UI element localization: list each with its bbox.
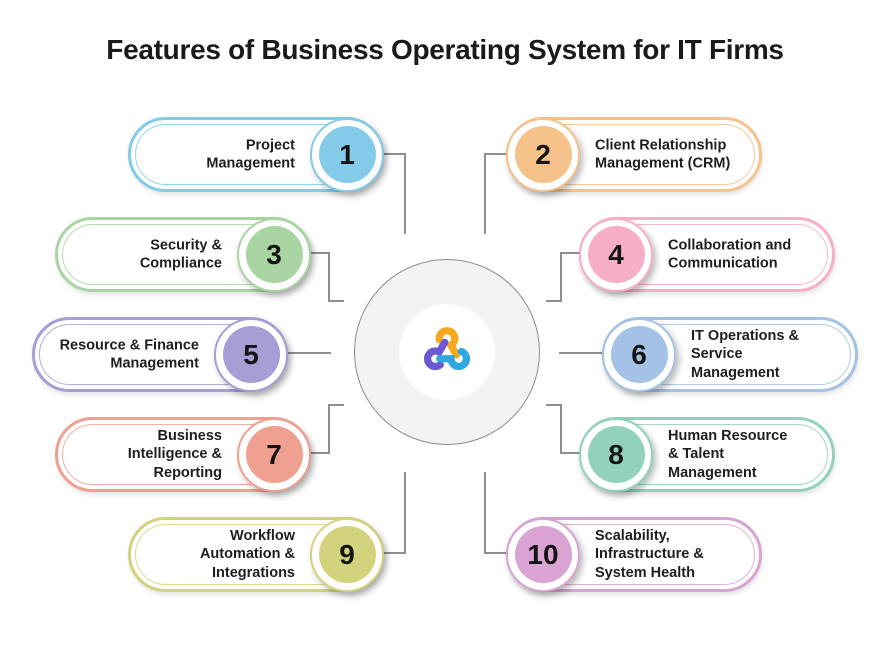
feature-number: 2 (514, 126, 572, 183)
connector-line (484, 552, 507, 554)
feature-number: 6 (610, 326, 668, 383)
feature-label: IT Operations & Service Management (691, 327, 799, 381)
feature-number: 7 (245, 426, 303, 483)
connector-line (404, 153, 406, 234)
connector-line (560, 452, 581, 454)
feature-pill-collaboration-communication: Collaboration and Communication 4 (579, 217, 835, 292)
feature-number-badge: 7 (237, 417, 311, 492)
feature-label: Security & Compliance (139, 236, 222, 272)
feature-pill-project-management: Project Management 1 (128, 117, 384, 192)
feature-number-badge: 6 (602, 317, 676, 392)
feature-number: 5 (222, 326, 280, 383)
connector-line (484, 153, 486, 234)
feature-number: 3 (245, 226, 303, 283)
connector-line (484, 472, 486, 553)
feature-label: Collaboration and Communication (668, 236, 792, 272)
connector-line (560, 404, 562, 453)
page-title: Features of Business Operating System fo… (106, 34, 784, 65)
feature-pill-resource-finance: Resource & Finance Management 5 (32, 317, 288, 392)
feature-pill-scalability-infrastructure: Scalability, Infrastructure & System Hea… (506, 517, 762, 592)
central-hub-inner-circle (399, 304, 495, 400)
feature-pill-workflow-automation: Workflow Automation & Integrations 9 (128, 517, 384, 592)
brand-knot-logo-icon (423, 327, 471, 371)
connector-line (546, 404, 562, 406)
connector-line (383, 153, 406, 155)
connector-line (287, 352, 331, 354)
feature-label: Resource & Finance Management (59, 336, 199, 372)
feature-label: Scalability, Infrastructure & System Hea… (595, 527, 704, 581)
connector-line (560, 252, 562, 301)
feature-pill-business-intelligence: Business Intelligence & Reporting 7 (55, 417, 311, 492)
connector-line (328, 300, 344, 302)
connector-line (546, 300, 562, 302)
feature-number: 9 (318, 526, 376, 583)
feature-number-badge: 8 (579, 417, 653, 492)
feature-number-badge: 2 (506, 117, 580, 192)
feature-pill-it-operations: IT Operations & Service Management 6 (602, 317, 858, 392)
feature-number-badge: 1 (310, 117, 384, 192)
feature-number: 8 (587, 426, 645, 483)
connector-line (328, 404, 330, 453)
connector-line (559, 352, 603, 354)
feature-label: Client Relationship Management (CRM) (595, 136, 731, 172)
feature-pill-crm: Client Relationship Management (CRM) 2 (506, 117, 762, 192)
feature-pill-security-compliance: Security & Compliance 3 (55, 217, 311, 292)
connector-line (484, 153, 507, 155)
feature-label: Project Management (206, 136, 295, 172)
connector-line (328, 404, 344, 406)
connector-line (560, 252, 581, 254)
feature-number-badge: 4 (579, 217, 653, 292)
feature-label: Workflow Automation & Integrations (199, 527, 295, 581)
feature-number: 10 (514, 526, 572, 583)
connector-line (309, 452, 330, 454)
central-hub-circle (354, 259, 540, 445)
feature-pill-human-resource: Human Resource & Talent Management 8 (579, 417, 835, 492)
feature-number-badge: 9 (310, 517, 384, 592)
feature-number: 1 (318, 126, 376, 183)
feature-number-badge: 3 (237, 217, 311, 292)
feature-number-badge: 10 (506, 517, 580, 592)
connector-line (383, 552, 406, 554)
feature-label: Human Resource & Talent Management (668, 427, 788, 481)
feature-number-badge: 5 (214, 317, 288, 392)
feature-label: Business Intelligence & Reporting (127, 427, 222, 481)
connector-line (328, 252, 330, 301)
connector-line (404, 472, 406, 553)
feature-number: 4 (587, 226, 645, 283)
connector-line (309, 252, 330, 254)
